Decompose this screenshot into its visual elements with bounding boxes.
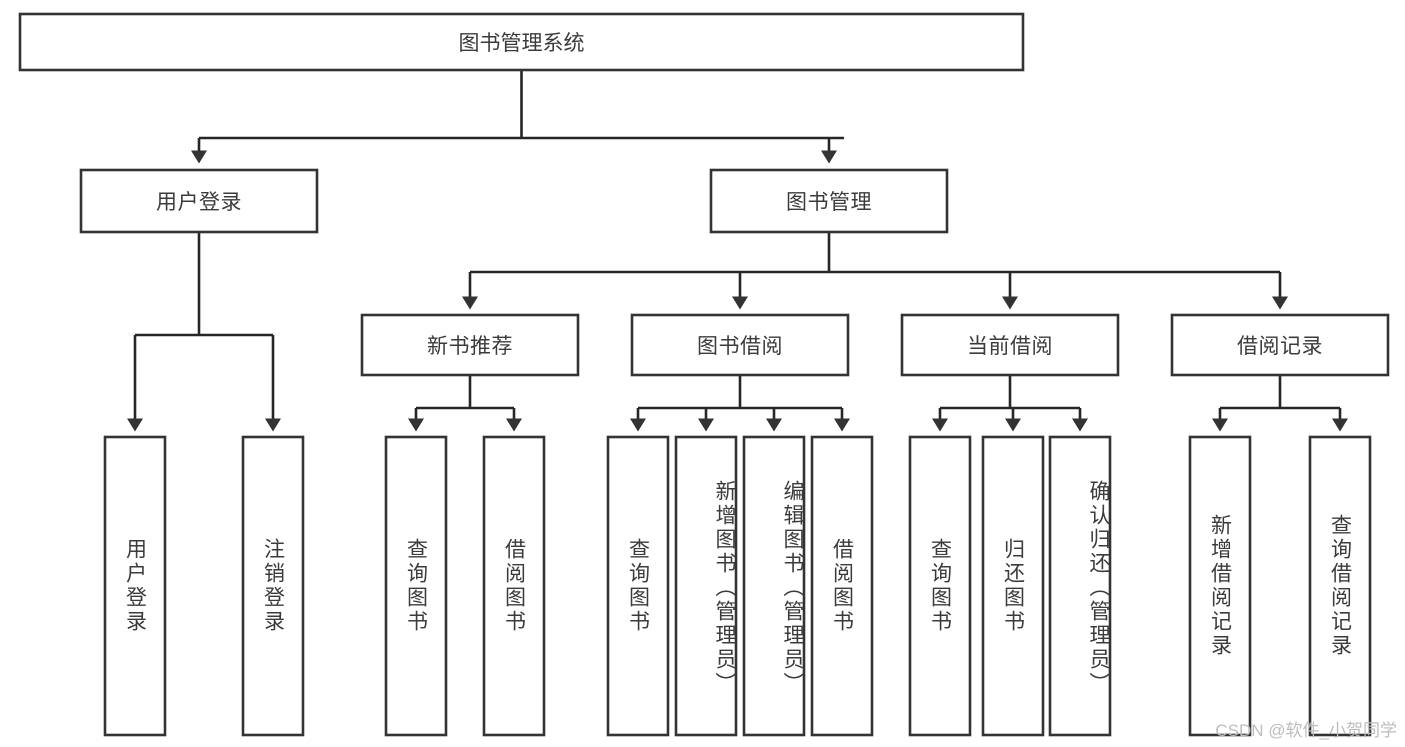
node-box-leaf-add-record[interactable] xyxy=(1188,435,1252,737)
node-box-root[interactable] xyxy=(18,12,1025,72)
node-box-leaf-query-book-cur[interactable] xyxy=(908,435,972,737)
node-box-user-login[interactable] xyxy=(79,168,319,234)
connector-group-book-borrow xyxy=(630,375,850,432)
node-box-leaf-query-book-rec[interactable] xyxy=(384,435,448,737)
connector-group-current-borrow xyxy=(932,375,1088,432)
connector-group-new-book-recommend xyxy=(408,375,522,432)
connector-group-user-login xyxy=(127,232,281,432)
node-box-leaf-borrow-book[interactable] xyxy=(810,435,874,737)
node-box-leaf-confirm-return[interactable] xyxy=(1048,435,1112,737)
node-box-leaf-user-logout[interactable] xyxy=(241,435,305,737)
node-box-leaf-user-login[interactable] xyxy=(103,435,167,737)
connector-group-root xyxy=(191,70,846,164)
node-box-current-borrow[interactable] xyxy=(900,313,1120,377)
node-box-book-manage[interactable] xyxy=(709,168,949,234)
node-box-leaf-query-record[interactable] xyxy=(1308,435,1372,737)
connector-group-book-manage xyxy=(462,232,1288,310)
node-box-leaf-edit-book[interactable] xyxy=(742,435,806,737)
node-box-leaf-add-book[interactable] xyxy=(674,435,738,737)
node-box-new-book-recommend[interactable] xyxy=(360,313,580,377)
connector-group-borrow-record xyxy=(1212,375,1348,432)
csdn-watermark: CSDN @软件_小贺同学 xyxy=(1215,721,1397,740)
node-box-leaf-borrow-book-rec[interactable] xyxy=(482,435,546,737)
node-box-leaf-return-book[interactable] xyxy=(981,435,1045,737)
node-box-borrow-record[interactable] xyxy=(1170,313,1390,377)
node-box-leaf-query-book-borrow[interactable] xyxy=(606,435,670,737)
node-box-book-borrow[interactable] xyxy=(630,313,850,377)
